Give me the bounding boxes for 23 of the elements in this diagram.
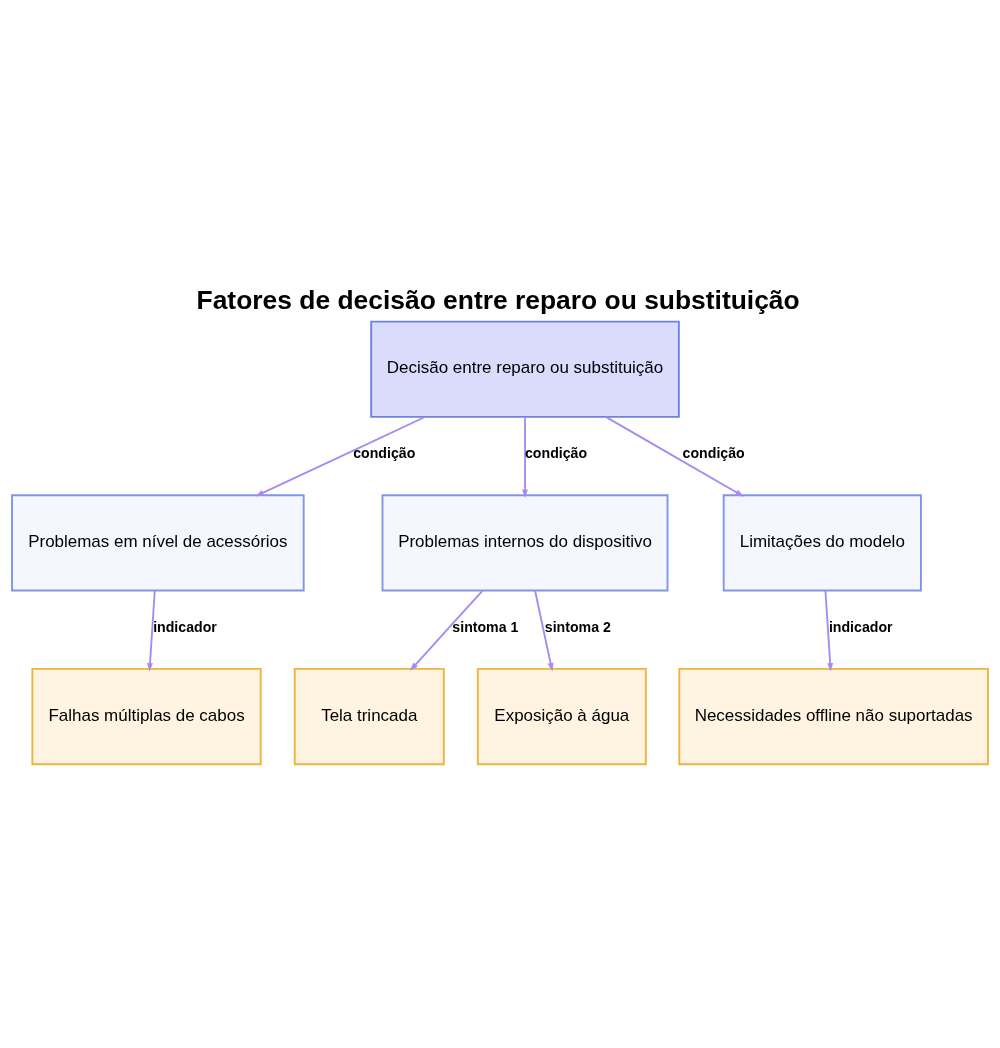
arrow [147,589,156,672]
edge-label: indicador [828,618,893,635]
node-box: Falhas múltiplas de cabos [31,667,262,765]
arrow [522,415,528,498]
node-box: Decisão entre reparo ou substituição [370,320,680,418]
diagram-title: Fatores de decisão entre reparo ou substituição [196,284,800,315]
edge-label: sintoma 2 [544,618,611,635]
node-box: Limitações do modelo [722,493,922,591]
edge-label: condição [682,444,745,461]
node-box: Problemas em nível de acessórios [11,493,305,591]
node-box: Tela trincada [293,667,445,765]
arrow [255,415,426,496]
arrow [824,589,834,672]
arrow [534,589,554,672]
arrow [409,589,484,671]
arrow [605,415,744,497]
edge-label: condição [525,444,588,461]
edge-label: condição [353,444,416,461]
edge-label: sintoma 1 [452,618,519,635]
node-box: Exposição à água [476,667,647,765]
node-box: Necessidades offline não suportadas [678,667,989,765]
node-box: Problemas internos do dispositivo [381,493,669,591]
edge-label: indicador [153,618,217,635]
